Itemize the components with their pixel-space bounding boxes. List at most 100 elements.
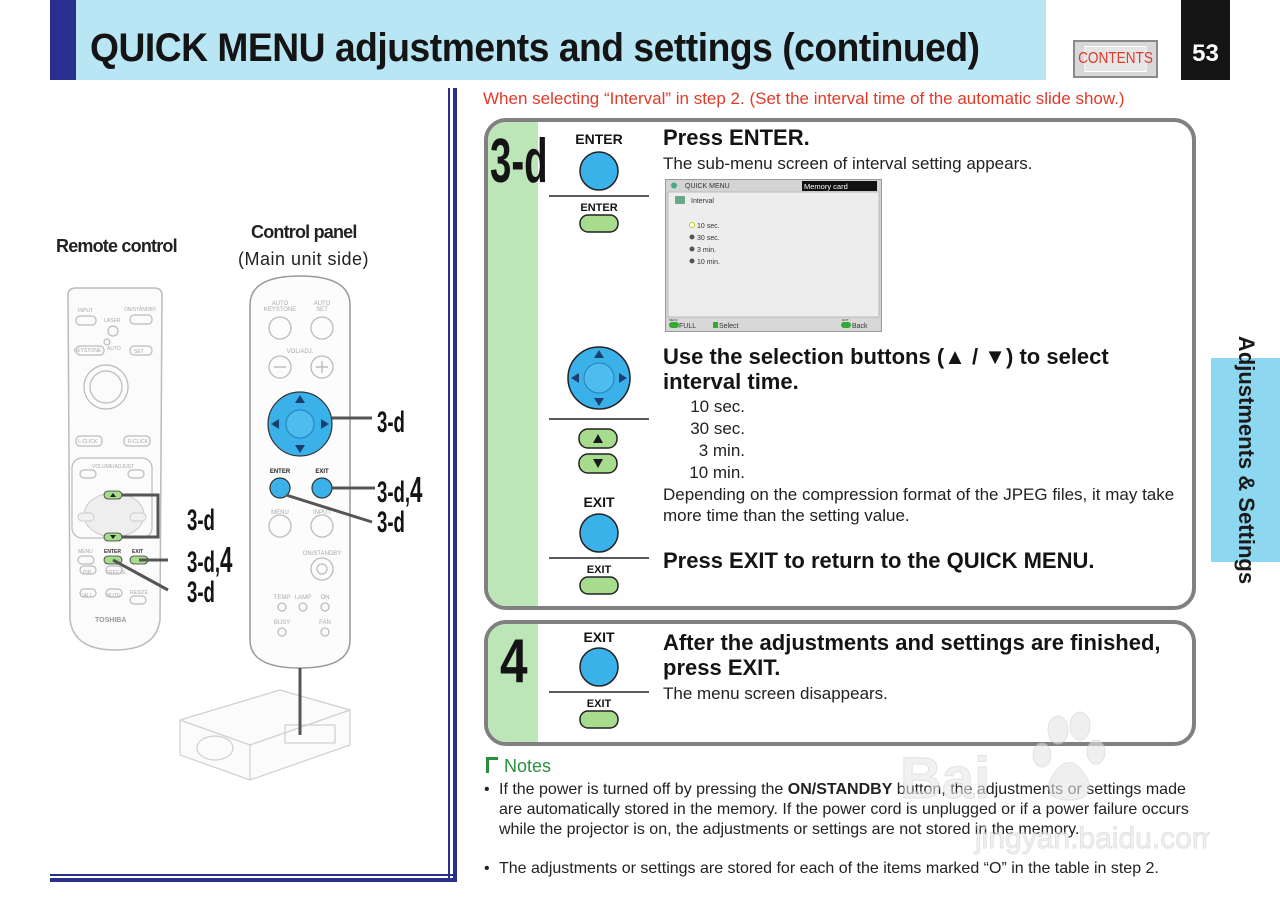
remote-key-onstandby: ON/STANDBY (124, 307, 157, 313)
callout-remote-arrows: 3-d (187, 504, 215, 538)
option-30sec: 30 sec. (690, 419, 745, 438)
step4-exit-key-label: EXIT (583, 629, 615, 645)
panel-key-menu: MENU (271, 510, 289, 516)
callout-panel-arrows: 3-d (377, 406, 405, 440)
bottom-rule-thick (50, 878, 457, 882)
remote-key-freeze: FREEZE (106, 570, 126, 576)
exit-key-small-label: EXIT (587, 564, 612, 576)
remote-control-label: Remote control (56, 236, 178, 256)
note-1: • If the power is turned off by pressing… (484, 780, 1204, 840)
note-2-text: The adjustments or settings are stored f… (499, 860, 1159, 877)
panel-key-onstandby: ON/STANDBY (303, 551, 342, 557)
header-band (76, 0, 1046, 80)
bottom-rule (50, 874, 455, 876)
enter-key-icon: ENTER (549, 151, 649, 233)
exit-key-icon: EXIT (549, 513, 649, 595)
remote-key-mute: MUTE (106, 593, 121, 599)
menu-foot-back-key: EXIT (842, 318, 849, 322)
remote-key-enter: ENTER (104, 549, 121, 555)
press-enter-text: The sub-menu screen of interval setting … (663, 154, 1033, 173)
remote-key-pip: PIP (83, 570, 92, 576)
controls-illustration: INPUT ON/STANDBY LASER KEYSTONE AUTO SET… (67, 275, 423, 781)
menu-tab: Memory card (804, 182, 848, 191)
step4-exit-key-small-label: EXIT (587, 698, 612, 710)
panel-key-temp: TEMP (274, 595, 291, 601)
exit-key-label: EXIT (583, 494, 615, 510)
menu-foot-full-key: MENU (669, 318, 678, 322)
panel-key-exit: EXIT (315, 469, 329, 475)
header-accent-bar (50, 0, 76, 80)
menu-foot-full: FULL (679, 323, 696, 330)
panel-key-busy: BUSY (274, 620, 290, 626)
remote-key-rclick: R-CLICK (128, 439, 149, 445)
note-1-key: ON/STANDBY (787, 781, 893, 798)
remote-key-input: INPUT (78, 308, 93, 314)
section-tab-label: Adjustments & Settings (1233, 335, 1259, 585)
panel-key-input: INPUT (313, 510, 331, 516)
notes-icon (486, 757, 498, 773)
main-unit-side-label: (Main unit side) (238, 249, 370, 269)
panel-key-auto-keystone-2: KEYSTONE (264, 307, 297, 313)
menu-foot-back: Back (852, 323, 868, 330)
column-divider (448, 88, 450, 878)
selection-buttons-icon (549, 346, 649, 474)
remote-key-resize: RESIZE (130, 590, 149, 596)
remote-key-volume: VOLUME/ADJUST (92, 464, 134, 470)
panel-key-auto-keystone-1: AUTO (272, 301, 289, 307)
menu-option-0: 10 sec. (697, 223, 720, 230)
option-3min: 3 min. (698, 441, 745, 460)
callout-panel-exit: 3-d (377, 506, 405, 540)
panel-key-auto-set-1: AUTO (314, 301, 331, 307)
remote-key-exit: EXIT (132, 549, 143, 555)
remote-key-keystone: KEYSTONE (74, 348, 102, 354)
panel-key-vol: VOL/ADJ. (287, 349, 314, 355)
remote-brand: TOSHIBA (95, 617, 126, 624)
menu-option-2: 3 min. (697, 247, 716, 254)
note-1-bullet: • (484, 781, 490, 798)
step-3d-stripe (488, 122, 538, 606)
page-number: 53 (1181, 0, 1230, 80)
control-panel-image: AUTO KEYSTONE AUTO SET VOL/ADJ. MENU INP… (249, 275, 375, 735)
control-panel-label: Control panel (251, 222, 357, 242)
interval-submenu-screen: QUICK MENU Memory card Interval 10 sec. … (665, 179, 882, 332)
step4-heading: After the adjustments and settings are f… (663, 630, 1161, 680)
panel-key-on: ON (321, 595, 330, 601)
enter-key-label: ENTER (575, 131, 623, 147)
projector-image (179, 689, 351, 781)
menu-foot-select: Select (719, 323, 739, 330)
menu-option-1: 30 sec. (697, 235, 720, 242)
contents-button-label: CONTENTS (1078, 46, 1153, 72)
watermark-site: jingyan.baidu.com (974, 822, 1210, 855)
note-1-text-b: button, the adjustments or settings made… (499, 781, 1189, 838)
remote-key-auto: AUTO (107, 346, 121, 352)
option-10min: 10 min. (689, 463, 745, 482)
column-divider-thick (453, 88, 457, 878)
note-2-bullet: • (484, 860, 490, 877)
remote-key-menu: MENU (78, 549, 93, 555)
callout-remote-exit: 3-d (187, 576, 215, 610)
remote-key-set: SET (134, 349, 144, 355)
contents-button[interactable]: CONTENTS (1073, 40, 1158, 78)
panel-key-enter: ENTER (270, 469, 291, 475)
enter-key-small-label: ENTER (580, 202, 617, 214)
menu-option-3: 10 min. (697, 259, 720, 266)
compression-note: Depending on the compression format of t… (663, 485, 1175, 525)
press-enter-heading: Press ENTER. (663, 125, 810, 150)
note-1-text-a: If the power is turned off by pressing t… (499, 781, 788, 798)
panel-key-auto-set-2: SET (316, 307, 328, 313)
remote-key-laser: LASER (104, 318, 121, 324)
callout-panel-enter: 3-d,4 (377, 471, 423, 511)
notes-title: Notes (504, 756, 552, 776)
step-4-label: 4 (500, 627, 528, 696)
note-2: • The adjustments or settings are stored… (484, 859, 1204, 879)
step-3d-label: 3-d (490, 127, 548, 196)
intro-instruction: When selecting “Interval” in step 2. (Se… (483, 89, 1125, 108)
watermark-brand: Bai (900, 746, 990, 811)
remote-control-image: INPUT ON/STANDBY LASER KEYSTONE AUTO SET… (67, 287, 169, 651)
section-tab-adjustments-settings[interactable]: Adjustments & Settings (1211, 336, 1280, 584)
option-10sec: 10 sec. (690, 397, 745, 416)
remote-key-lclick: L-CLICK (78, 439, 98, 445)
panel-key-fan: FAN (319, 620, 331, 626)
menu-title: QUICK MENU (685, 183, 730, 190)
callout-remote-enter: 3-d,4 (187, 541, 233, 581)
